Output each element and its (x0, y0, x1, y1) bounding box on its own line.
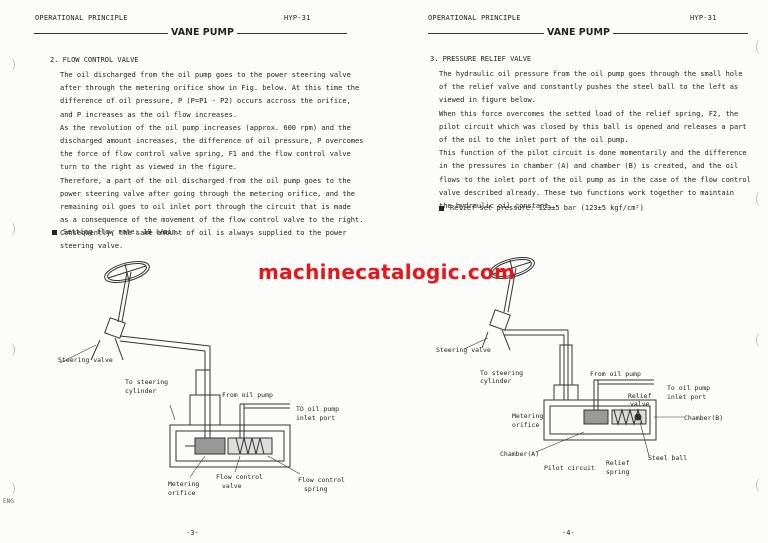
label-metering-1: Metering (512, 412, 543, 420)
page-number: -3- (186, 529, 199, 537)
text-line: as a consequence of the movement of the … (60, 216, 364, 225)
label-fcv-2: valve (222, 482, 242, 490)
label-to-inlet-2: inlet port (667, 393, 706, 401)
binder-hole (6, 343, 15, 357)
spec-text: Relief set pressure: 123±5 bar (123±5 kg… (450, 204, 644, 212)
valve-body (169, 369, 291, 468)
text-line: turn to the right as viewed in the figur… (60, 163, 238, 172)
left-page: OPERATIONAL PRINCIPLE HYP-31 VANE PUMP 2… (3, 0, 385, 543)
flow-control-diagram: Steering valve To steering cylinder From… (58, 260, 345, 497)
text-line: pilot circuit which was closed by this b… (439, 122, 747, 131)
text-line: of the oil to the inlet port of the oil … (439, 135, 629, 144)
spec-text: Setting flow rate: 18 ℓ/min. (63, 228, 181, 236)
text-line: of the relief valve and constantly pushe… (439, 83, 739, 92)
label-relief-spring-2: spring (606, 468, 630, 476)
text-line: viewed in figure below. (439, 96, 536, 105)
text-line: Therefore, a part of the oil discharged … (60, 176, 351, 185)
section-heading: 2. FLOW CONTROL VALVE (50, 56, 139, 64)
spec-bullet: Setting flow rate: 18 ℓ/min. (52, 228, 180, 236)
bullet-square (52, 229, 57, 235)
header-section: OPERATIONAL PRINCIPLE (428, 14, 521, 22)
label-to-inlet-1: TO oil pump (296, 405, 339, 413)
label-to-inlet-2: inlet port (296, 414, 335, 422)
label-steel-ball: Steel ball (648, 454, 687, 462)
binder-hole (6, 58, 15, 72)
label-relief-1: Relief (628, 392, 652, 400)
leader-line (59, 344, 97, 364)
text-line: flows to the inlet port of the oil pump … (439, 175, 751, 184)
label-to-steering-1: To steering (480, 369, 523, 377)
header-doc-code: HYP-31 (284, 14, 311, 22)
body-paragraph: The oil discharged from the oil pump goe… (60, 69, 363, 254)
label-relief-2: valve (630, 400, 650, 408)
text-line: discharged amount increases, the differe… (60, 136, 364, 145)
label-chamber-a: Chamber(A) (500, 450, 539, 458)
label-metering-2: orifice (168, 489, 195, 497)
spec-bullet: Relief set pressure: 123±5 bar (123±5 kg… (439, 204, 644, 212)
section-heading: 3. PRESSURE RELIEF VALVE (430, 55, 532, 63)
page-title: VANE PUMP (168, 27, 237, 38)
binder-hole (6, 222, 15, 236)
label-to-steering-1: To steering (125, 378, 168, 386)
right-page: OPERATIONAL PRINCIPLE HYP-31 VANE PUMP 3… (384, 0, 768, 543)
text-line: steering valve. (60, 242, 124, 251)
text-line: As the revolution of the oil pump increa… (60, 123, 351, 132)
watermark-text: machinecatalogic.com (258, 260, 516, 284)
label-metering-2: orifice (512, 421, 539, 429)
text-line: valve described already. These two funct… (439, 188, 735, 197)
label-fcs-2: spring (304, 485, 328, 493)
body-paragraph: The hydraulic oil pressure from the oil … (439, 68, 751, 213)
text-line: difference of oil pressure, P (P=P1 - P2… (60, 97, 351, 106)
text-line: in the pressures in chamber (A) and cham… (439, 162, 739, 171)
binder-hole (6, 482, 15, 496)
relief-valve-diagram: Steering valve To steering cylinder From… (436, 256, 723, 476)
label-to-steering-2: cylinder (125, 387, 156, 395)
label-steering-valve: Steering valve (436, 346, 491, 354)
steering-wheel-illustration (90, 260, 211, 440)
label-from-pump: From oil pump (590, 370, 641, 378)
text-line: power steering valve after going through… (60, 189, 356, 198)
label-fcs-1: Flow control (298, 476, 345, 484)
side-mark: ENG (3, 498, 14, 505)
label-steering-valve: Steering valve (58, 356, 113, 364)
page-title: VANE PUMP (544, 27, 613, 38)
label-chamber-b: Chamber(B) (684, 414, 723, 422)
steering-wheel-illustration (481, 256, 569, 400)
label-from-pump: From oil pump (222, 391, 273, 399)
text-line: after through the metering orifice show … (60, 84, 360, 93)
label-pilot-circuit: Pilot circuit (544, 464, 595, 472)
text-line: When this force overcomes the setted loa… (439, 109, 739, 118)
page-number: -4- (562, 529, 575, 537)
label-metering-1: Metering (168, 480, 199, 488)
text-line: The hydraulic oil pressure from the oil … (439, 70, 743, 78)
label-to-steering-2: cylinder (480, 377, 511, 385)
label-relief-spring-1: Relief (606, 459, 630, 467)
label-fcv-1: Flow control (216, 473, 263, 481)
text-line: the force of flow control valve spring, … (60, 150, 351, 159)
text-line: This function of the pilot circuit is do… (439, 149, 747, 158)
text-line: the hydraulic oil constant. (439, 201, 553, 210)
valve-body (543, 344, 657, 441)
label-to-inlet-1: To oil pump (667, 384, 710, 392)
header-doc-code: HYP-31 (690, 14, 717, 22)
bullet-square (439, 205, 444, 211)
text-line: Consequently, the same amount of oil is … (60, 229, 347, 238)
text-line: remaining oil goes to oil inlet port thr… (60, 202, 351, 211)
text-line: and P increases as the oil flow increase… (60, 110, 238, 119)
header-section: OPERATIONAL PRINCIPLE (35, 14, 128, 22)
text-line: The oil discharged from the oil pump goe… (60, 71, 351, 79)
